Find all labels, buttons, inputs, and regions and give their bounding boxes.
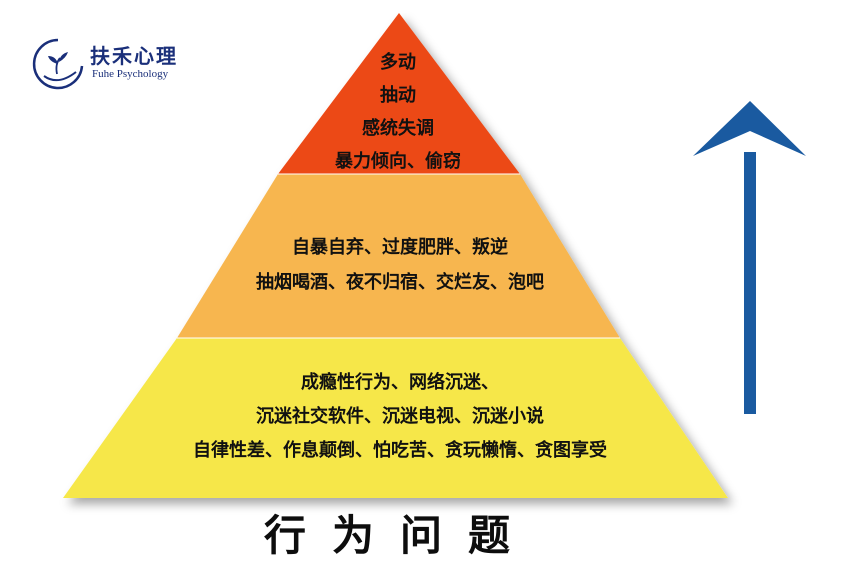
brand-logo: 扶禾心理 Fuhe Psychology <box>30 36 210 92</box>
tier-middle-line: 自暴自弃、过度肥胖、叛逆 <box>292 237 508 258</box>
logo-mark-icon <box>32 38 84 90</box>
tier-middle-text: 自暴自弃、过度肥胖、叛逆 抽烟喝酒、夜不归宿、交烂友、泡吧 <box>190 230 610 300</box>
tier-bottom-line: 成瘾性行为、网络沉迷、 <box>301 372 499 393</box>
pyramid-tier-middle <box>177 174 620 338</box>
tier-top-line: 暴力倾向、偷窃 <box>335 151 461 172</box>
tier-middle-line: 抽烟喝酒、夜不归宿、交烂友、泡吧 <box>256 272 544 293</box>
logo-name-cn: 扶禾心理 <box>90 44 178 68</box>
tier-top-line: 多动 <box>380 52 416 73</box>
tier-top-line: 感统失调 <box>362 118 434 139</box>
tier-bottom-line: 沉迷社交软件、沉迷电视、沉迷小说 <box>256 406 544 427</box>
arrow-up-icon <box>693 101 806 414</box>
tier-bottom-text: 成瘾性行为、网络沉迷、 沉迷社交软件、沉迷电视、沉迷小说 自律性差、作息颠倒、怕… <box>110 366 690 468</box>
tier-top-text: 多动 抽动 感统失调 暴力倾向、偷窃 <box>296 46 500 178</box>
tier-top-line: 抽动 <box>380 85 416 106</box>
logo-name-en: Fuhe Psychology <box>92 68 169 80</box>
diagram-caption: 行为问题 <box>263 511 536 560</box>
pyramid-tier-top <box>278 13 520 174</box>
tier-bottom-line: 自律性差、作息颠倒、怕吃苦、贪玩懒惰、贪图享受 <box>193 440 607 461</box>
pyramid-tier-bottom <box>63 338 728 498</box>
